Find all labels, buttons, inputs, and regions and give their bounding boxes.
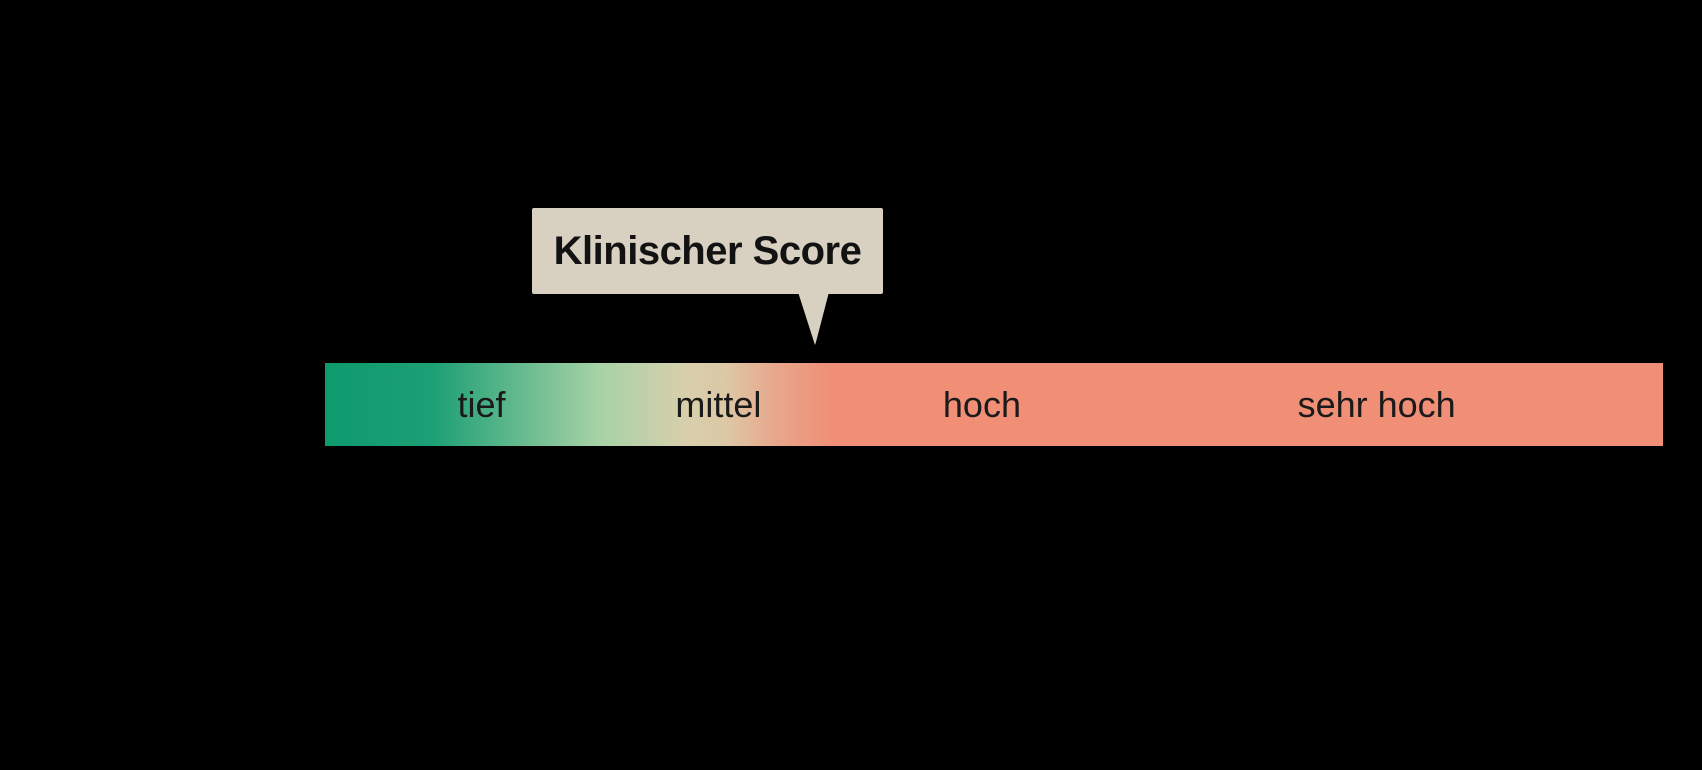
- callout-pointer-icon: [797, 292, 829, 345]
- score-scale-bar: tief mittel hoch sehr hoch: [325, 363, 1663, 446]
- scale-label-tief: tief: [457, 383, 506, 425]
- scale-label-sehr-hoch: sehr hoch: [1297, 383, 1456, 425]
- callout-label: Klinischer Score: [553, 228, 862, 273]
- klinischer-score-callout: Klinischer Score: [532, 208, 883, 294]
- scale-label-hoch: hoch: [942, 383, 1021, 425]
- scale-label-mittel: mittel: [675, 383, 762, 425]
- callout-pointer-shape: [797, 292, 829, 345]
